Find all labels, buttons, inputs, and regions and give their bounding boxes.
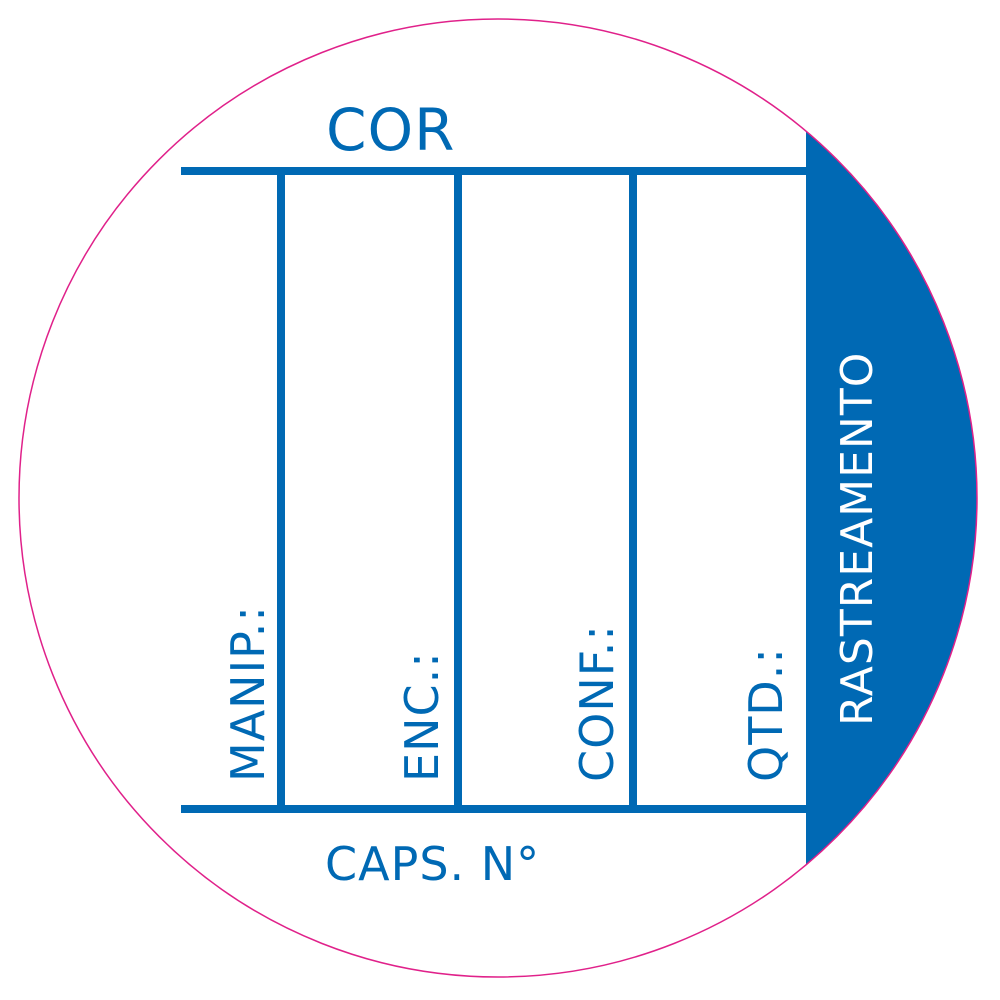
field-enc[interactable]: ENC.:	[395, 651, 449, 782]
side-band-label: RASTREAMENTO	[832, 352, 883, 726]
label-title[interactable]: COR	[326, 96, 455, 164]
field-qtd[interactable]: QTD.:	[739, 647, 793, 782]
label-background	[19, 19, 977, 977]
field-conf[interactable]: CONF.:	[570, 624, 624, 782]
capsule-number-label[interactable]: CAPS. N°	[325, 837, 540, 891]
field-manip[interactable]: MANIP.:	[221, 605, 275, 782]
label-outline	[18, 18, 978, 978]
